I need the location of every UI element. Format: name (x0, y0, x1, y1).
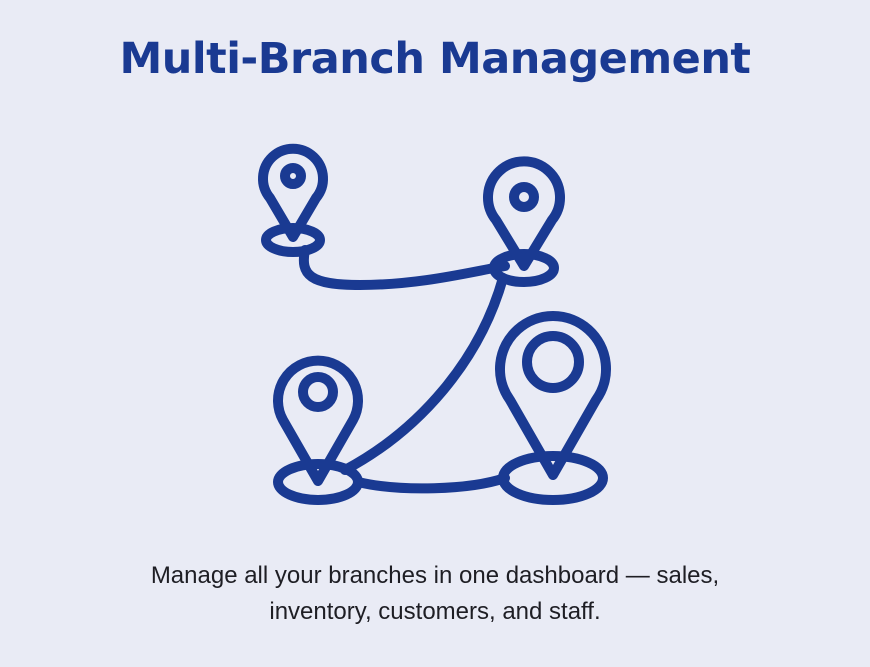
route-line (340, 273, 508, 475)
location-pin-icon (483, 156, 565, 287)
description-line-1: Manage all your branches in one dashboar… (150, 562, 720, 589)
route-line (353, 473, 510, 494)
feature-description: Manage all your branches in one dashboar… (0, 558, 870, 630)
location-pin-icon (258, 143, 328, 257)
location-pin-icon (273, 355, 363, 505)
location-pin-icon (495, 311, 611, 505)
description-line-2: inventory, customers, and staff. (269, 598, 601, 625)
page-title: Multi-Branch Management (119, 34, 751, 84)
route-line (298, 245, 510, 290)
